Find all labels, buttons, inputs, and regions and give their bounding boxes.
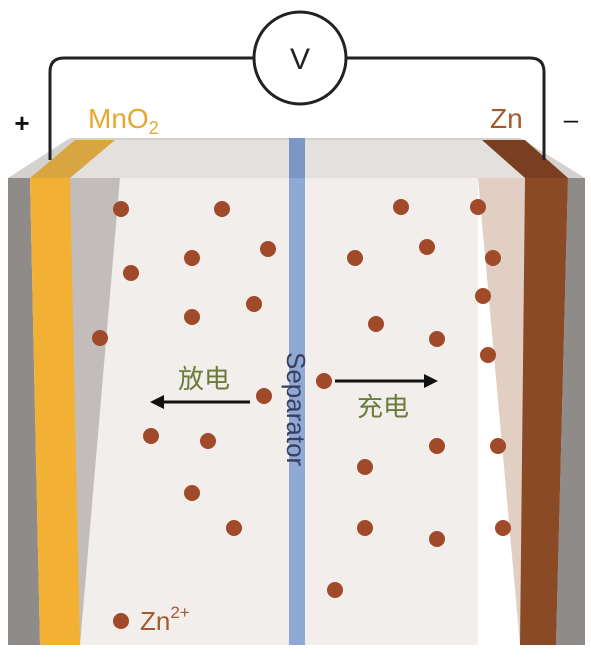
discharge-indicator: 放电	[150, 364, 250, 409]
wire-left	[48, 56, 254, 160]
anode-electrode	[482, 140, 568, 645]
zn-ion	[485, 250, 501, 266]
anode-top	[482, 140, 568, 178]
cathode-face	[30, 178, 80, 645]
anode-label: Zn	[490, 103, 523, 134]
ion-legend-base: Zn	[140, 606, 170, 636]
zn-ion	[226, 520, 242, 536]
zn-ion	[123, 265, 139, 281]
discharge-arrow-head	[150, 395, 164, 409]
zn-ion	[316, 373, 332, 389]
zn-ion	[327, 582, 343, 598]
zn-ion	[184, 250, 200, 266]
cathode-electrode	[30, 140, 115, 645]
zn-ion	[470, 199, 486, 215]
zn-ion	[429, 331, 445, 347]
discharge-label: 放电	[178, 364, 230, 394]
separator-body	[289, 178, 305, 645]
zn-ion	[357, 520, 373, 536]
positive-terminal-label: +	[14, 108, 29, 138]
zn-ion	[92, 330, 108, 346]
zn-ion	[480, 347, 496, 363]
zn-ion	[200, 433, 216, 449]
zinc-ions	[92, 199, 511, 598]
zn-ion	[429, 438, 445, 454]
zn-ion	[184, 309, 200, 325]
electrolyte-back	[80, 178, 478, 645]
zn-ion	[419, 239, 435, 255]
zn-ion	[184, 485, 200, 501]
zn-ion	[357, 459, 373, 475]
casing-left-wall	[8, 178, 40, 645]
voltmeter-symbol: V	[290, 43, 310, 76]
separator-top	[289, 138, 305, 180]
separator-membrane	[289, 138, 305, 645]
ion-legend-marker	[113, 613, 129, 629]
charge-label: 充电	[357, 392, 409, 422]
voltmeter-circle	[252, 10, 348, 106]
zn-ion	[475, 288, 491, 304]
cathode-label-base: MnO	[88, 103, 149, 134]
voltmeter: V	[252, 10, 348, 106]
zn-ion	[113, 201, 129, 217]
zn-ion	[490, 438, 506, 454]
external-circuit	[48, 56, 546, 160]
anode-face	[520, 178, 568, 645]
wire-right	[346, 56, 546, 160]
casing-right-wall	[556, 178, 585, 645]
zn-ion	[214, 201, 230, 217]
zn-ion	[347, 250, 363, 266]
zn-ion	[429, 531, 445, 547]
cathode-top	[30, 140, 115, 178]
ion-legend-label: Zn2+	[140, 603, 190, 636]
separator-label: Separator	[281, 352, 311, 467]
ion-legend: Zn2+	[113, 603, 190, 636]
charge-arrow-head	[424, 374, 438, 388]
zn-ion	[393, 199, 409, 215]
ion-legend-charge: 2+	[170, 603, 189, 622]
zn-ion	[246, 296, 262, 312]
zn-ion	[495, 520, 511, 536]
zn-ion	[368, 316, 384, 332]
zn-ion	[260, 241, 276, 257]
charge-indicator: 充电	[335, 374, 438, 422]
cathode-label-subscript: 2	[149, 118, 159, 138]
zn-ion	[143, 428, 159, 444]
negative-terminal-label: –	[564, 104, 579, 134]
cathode-label: MnO2	[88, 103, 159, 138]
zn-ion	[256, 388, 272, 404]
